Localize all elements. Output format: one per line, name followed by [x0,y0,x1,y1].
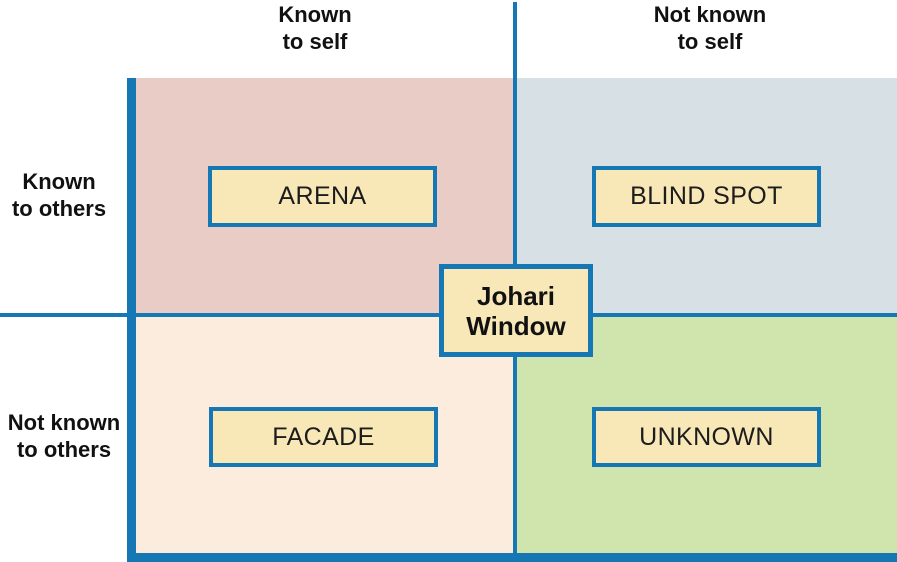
row-header-known-to-others: Known to others [0,168,118,222]
column-header-line: Known [278,2,352,27]
blind-spot-label-box: BLIND SPOT [592,166,821,227]
column-header-line: to self [282,29,348,54]
row-header-line: Not known [7,410,121,435]
arena-label-box: ARENA [208,166,437,227]
johari-window-title-box: Johari Window [439,264,593,357]
blind-spot-label: BLIND SPOT [630,182,783,210]
diagram-title-line: Window [466,310,566,341]
row-header-line: Known [22,169,96,194]
left-axis-line [127,78,136,562]
column-header-not-known-to-self: Not known to self [610,1,810,55]
bottom-axis-line [127,553,897,562]
column-header-line: Not known [653,2,767,27]
diagram-title-line: Johari [476,280,556,311]
facade-label: FACADE [272,422,375,451]
column-header-line: to self [677,29,743,54]
column-header-known-to-self: Known to self [215,1,415,55]
row-header-line: to others [16,437,112,462]
row-header-line: to others [11,196,107,221]
unknown-label-box: UNKNOWN [592,407,821,467]
row-header-not-known-to-others: Not known to others [0,409,128,463]
arena-label: ARENA [278,182,367,210]
unknown-label: UNKNOWN [639,422,774,451]
facade-label-box: FACADE [209,407,438,467]
